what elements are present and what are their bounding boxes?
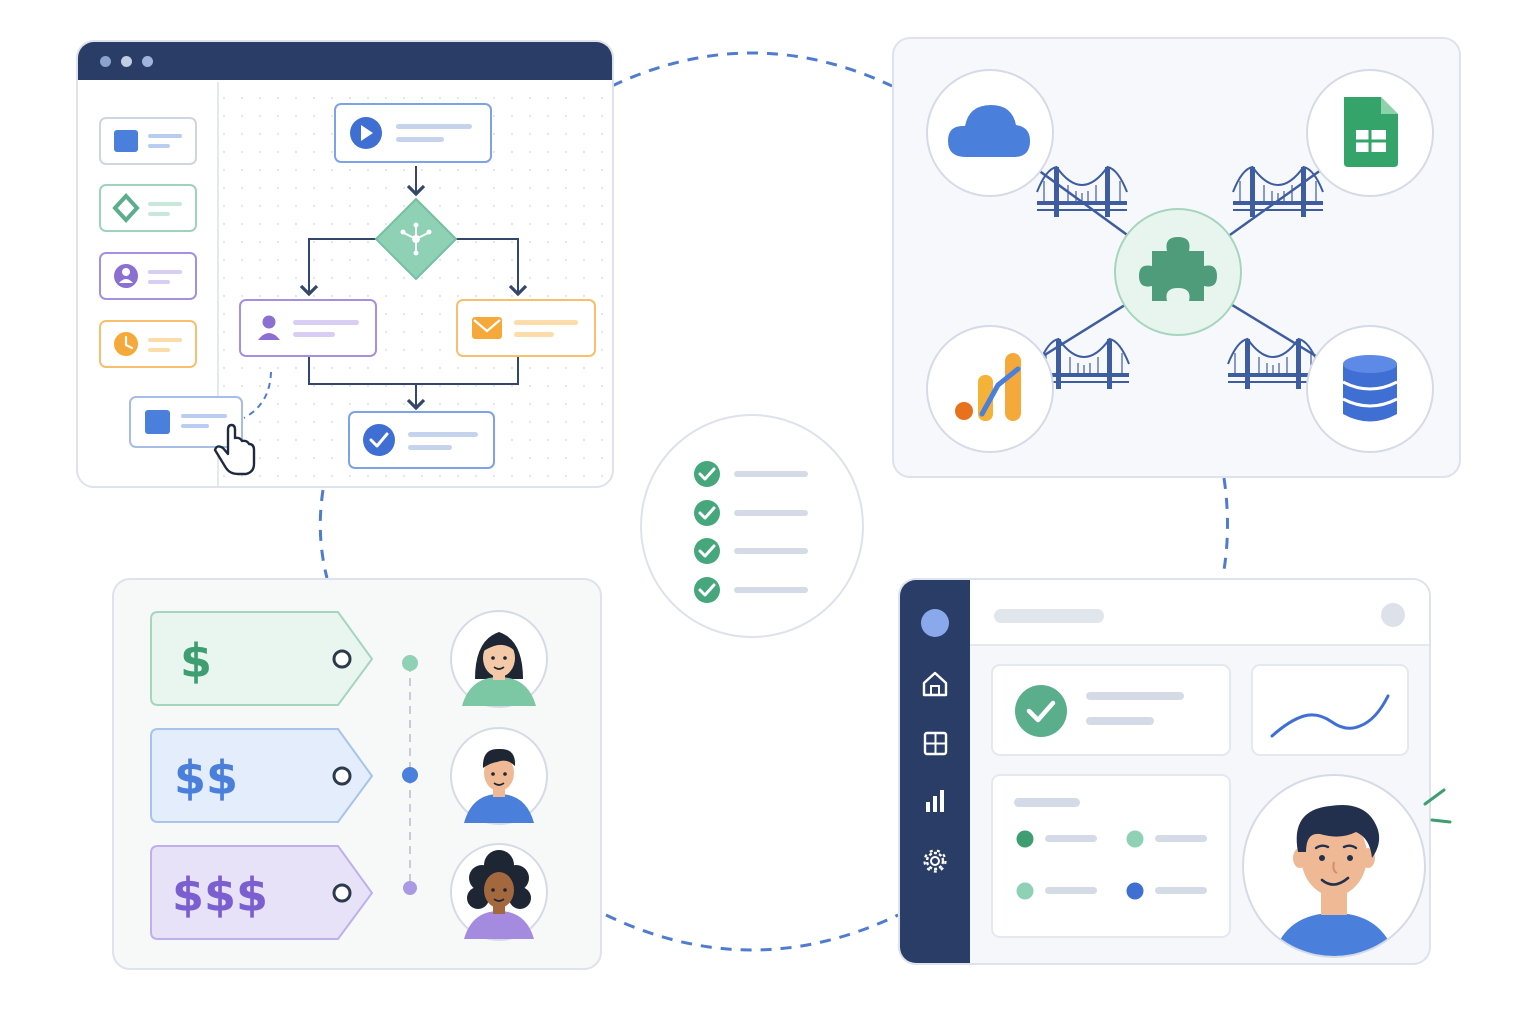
sparkle-marks bbox=[1423, 788, 1452, 824]
bridge-icon bbox=[1035, 165, 1129, 219]
pointer-hand-icon bbox=[213, 423, 256, 476]
connector-arc-right bbox=[1222, 477, 1229, 571]
avatar bbox=[450, 727, 548, 825]
bridge-icon bbox=[1231, 165, 1325, 219]
integrations-diagram bbox=[926, 69, 1434, 453]
pricing-tag-basic[interactable] bbox=[150, 611, 374, 706]
flow-node-start[interactable] bbox=[334, 103, 492, 163]
palette-item-decision[interactable] bbox=[99, 184, 197, 232]
trend-line bbox=[1270, 694, 1390, 738]
connector-arc-top bbox=[611, 51, 893, 88]
connector-arc-left bbox=[318, 489, 329, 579]
checklist-item[interactable] bbox=[694, 500, 808, 526]
window-dot[interactable] bbox=[121, 56, 132, 67]
palette-item-user[interactable] bbox=[99, 252, 197, 300]
check-circle-icon bbox=[694, 461, 720, 487]
integration-node-spreadsheet[interactable] bbox=[1306, 69, 1434, 197]
mail-icon bbox=[472, 317, 502, 339]
grid-icon[interactable] bbox=[923, 731, 948, 756]
bridge-icon bbox=[1226, 337, 1320, 391]
dashboard-graphics bbox=[921, 603, 1409, 938]
workflow-builder-window bbox=[76, 40, 614, 488]
dashboard-sidebar bbox=[900, 580, 970, 963]
profile-icon[interactable] bbox=[1381, 603, 1405, 627]
pricing-tiers-panel: $ $$ $$$ bbox=[112, 578, 602, 970]
decision-diamond-icon bbox=[112, 193, 140, 223]
cloud-icon bbox=[948, 105, 1030, 157]
flow-node-decision[interactable] bbox=[374, 197, 458, 281]
puzzle-piece-icon bbox=[1139, 237, 1217, 301]
check-circle-icon bbox=[694, 538, 720, 564]
check-circle-icon bbox=[694, 500, 720, 526]
palette-item-block[interactable] bbox=[99, 117, 197, 165]
database-icon bbox=[1342, 355, 1398, 422]
trend-card[interactable] bbox=[1251, 664, 1409, 756]
dragged-block[interactable] bbox=[129, 396, 243, 448]
status-card[interactable] bbox=[991, 664, 1231, 756]
integration-hub-node[interactable] bbox=[1114, 208, 1242, 336]
integrations-hub-panel bbox=[892, 37, 1461, 478]
pricing-tag-label-standard: $$ bbox=[174, 751, 239, 805]
bar-chart-icon[interactable] bbox=[926, 790, 944, 812]
check-circle-icon bbox=[363, 424, 395, 456]
avatar bbox=[450, 610, 548, 708]
search-bar[interactable] bbox=[994, 609, 1104, 623]
legend-card[interactable] bbox=[991, 774, 1231, 938]
check-circle-icon bbox=[1015, 685, 1067, 737]
window-dot[interactable] bbox=[100, 56, 111, 67]
gear-icon[interactable] bbox=[923, 849, 947, 873]
home-icon[interactable] bbox=[922, 671, 948, 697]
user-icon bbox=[262, 315, 276, 329]
checklist-item[interactable] bbox=[694, 577, 808, 603]
pricing-tag-label-premium: $$$ bbox=[172, 868, 269, 922]
connector-arc-bottom bbox=[605, 913, 899, 952]
checklist-circle bbox=[640, 414, 864, 638]
pricing-tag-premium[interactable] bbox=[150, 845, 374, 940]
analytics-chart-icon bbox=[955, 353, 1021, 421]
flow-node-email[interactable] bbox=[456, 299, 596, 357]
featured-avatar bbox=[1242, 774, 1426, 958]
pricing-graphics bbox=[150, 610, 548, 941]
integration-node-cloud[interactable] bbox=[926, 69, 1054, 197]
workflow-canvas bbox=[99, 82, 612, 486]
flow-node-user-task[interactable] bbox=[239, 299, 377, 357]
avatar bbox=[450, 843, 548, 941]
window-title-bar bbox=[78, 42, 612, 80]
pricing-tag-label-basic: $ bbox=[180, 634, 213, 688]
checklist-item[interactable] bbox=[694, 461, 808, 487]
checklist-item[interactable] bbox=[694, 538, 808, 564]
integration-node-analytics[interactable] bbox=[926, 325, 1054, 453]
pricing-tag-standard[interactable] bbox=[150, 728, 374, 823]
window-dot[interactable] bbox=[142, 56, 153, 67]
integration-node-database[interactable] bbox=[1306, 325, 1434, 453]
palette-item-timer[interactable] bbox=[99, 320, 197, 368]
avatar[interactable] bbox=[921, 609, 949, 637]
drag-trail bbox=[243, 371, 272, 419]
flow-node-complete[interactable] bbox=[348, 411, 495, 469]
check-circle-icon bbox=[694, 577, 720, 603]
